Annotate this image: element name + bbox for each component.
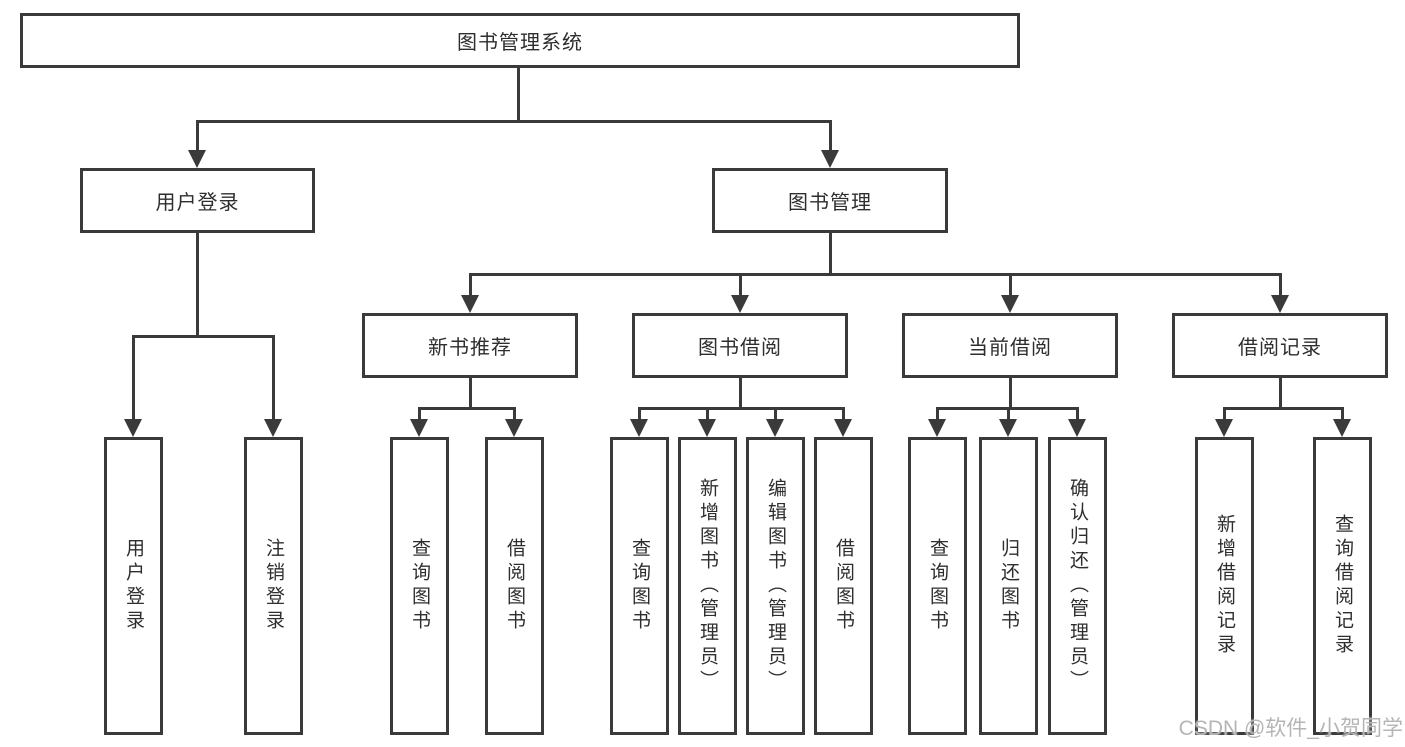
arrow-down-icon [698,419,716,437]
connector-drop [1340,407,1344,421]
connector-drop [131,335,135,421]
connector-drop [773,407,777,421]
connector-drop [1008,273,1012,297]
node-library-management-system: 图书管理系统 [20,13,1020,68]
node-leaf-add-books-admin: 新增图书（管理员） [678,437,737,735]
node-current-borrowing: 当前借阅 [902,313,1118,378]
connector-bus [1222,407,1344,410]
arrow-down-icon [731,295,749,313]
node-leaf-return-books: 归还图书 [979,437,1038,735]
node-leaf-query-books-borrow: 查询图书 [610,437,669,735]
connector-stem [516,68,520,123]
arrow-down-icon [766,419,784,437]
connector-drop [637,407,641,421]
connector-stem [738,378,742,410]
node-leaf-query-borrow-record: 查询借阅记录 [1313,437,1372,735]
arrow-down-icon [999,419,1017,437]
node-book-borrowing: 图书借阅 [632,313,848,378]
connector-stem [828,233,832,276]
arrow-down-icon [461,295,479,313]
node-leaf-confirm-return-admin: 确认归还（管理员） [1048,437,1107,735]
arrow-down-icon [821,150,839,168]
connector-drop [468,273,472,297]
connector-stem [1278,378,1282,410]
arrow-down-icon [188,150,206,168]
connector-stem [468,378,472,410]
node-new-book-recommendation: 新书推荐 [362,313,578,378]
connector-drop [738,273,742,297]
node-leaf-query-books-recommend: 查询图书 [390,437,449,735]
connector-bus [131,335,275,338]
connector-stem [195,233,199,338]
node-borrowing-records: 借阅记录 [1172,313,1388,378]
node-book-management: 图书管理 [712,168,948,233]
node-leaf-logout: 注销登录 [244,437,303,735]
node-user-login: 用户登录 [80,168,315,233]
connector-bus [195,120,832,123]
arrow-down-icon [124,419,142,437]
node-leaf-add-borrow-record: 新增借阅记录 [1195,437,1254,735]
arrow-down-icon [630,419,648,437]
arrow-down-icon [1068,419,1086,437]
arrow-down-icon [1215,419,1233,437]
arrow-down-icon [1271,295,1289,313]
arrow-down-icon [410,419,428,437]
arrow-down-icon [834,419,852,437]
node-leaf-user-login: 用户登录 [104,437,163,735]
connector-drop [195,120,199,152]
connector-drop [841,407,845,421]
node-leaf-borrow-books-recommend: 借阅图书 [485,437,544,735]
arrow-down-icon [264,419,282,437]
connector-bus [417,407,516,410]
connector-drop [828,120,832,152]
connector-drop [705,407,709,421]
connector-drop [1278,273,1282,297]
node-leaf-borrow-books: 借阅图书 [814,437,873,735]
arrow-down-icon [1333,419,1351,437]
connector-drop [1006,407,1010,421]
connector-bus [468,273,1282,276]
arrow-down-icon [928,419,946,437]
arrow-down-icon [1001,295,1019,313]
arrow-down-icon [505,419,523,437]
connector-drop [1222,407,1226,421]
connector-drop [417,407,421,421]
connector-drop [271,335,275,421]
connector-drop [1075,407,1079,421]
connector-drop [512,407,516,421]
node-leaf-edit-books-admin: 编辑图书（管理员） [746,437,805,735]
node-leaf-query-books-current: 查询图书 [908,437,967,735]
csdn-watermark: CSDN @软件_小贺同学 [1178,717,1403,740]
connector-bus [637,407,845,410]
connector-drop [935,407,939,421]
connector-stem [1008,378,1012,410]
